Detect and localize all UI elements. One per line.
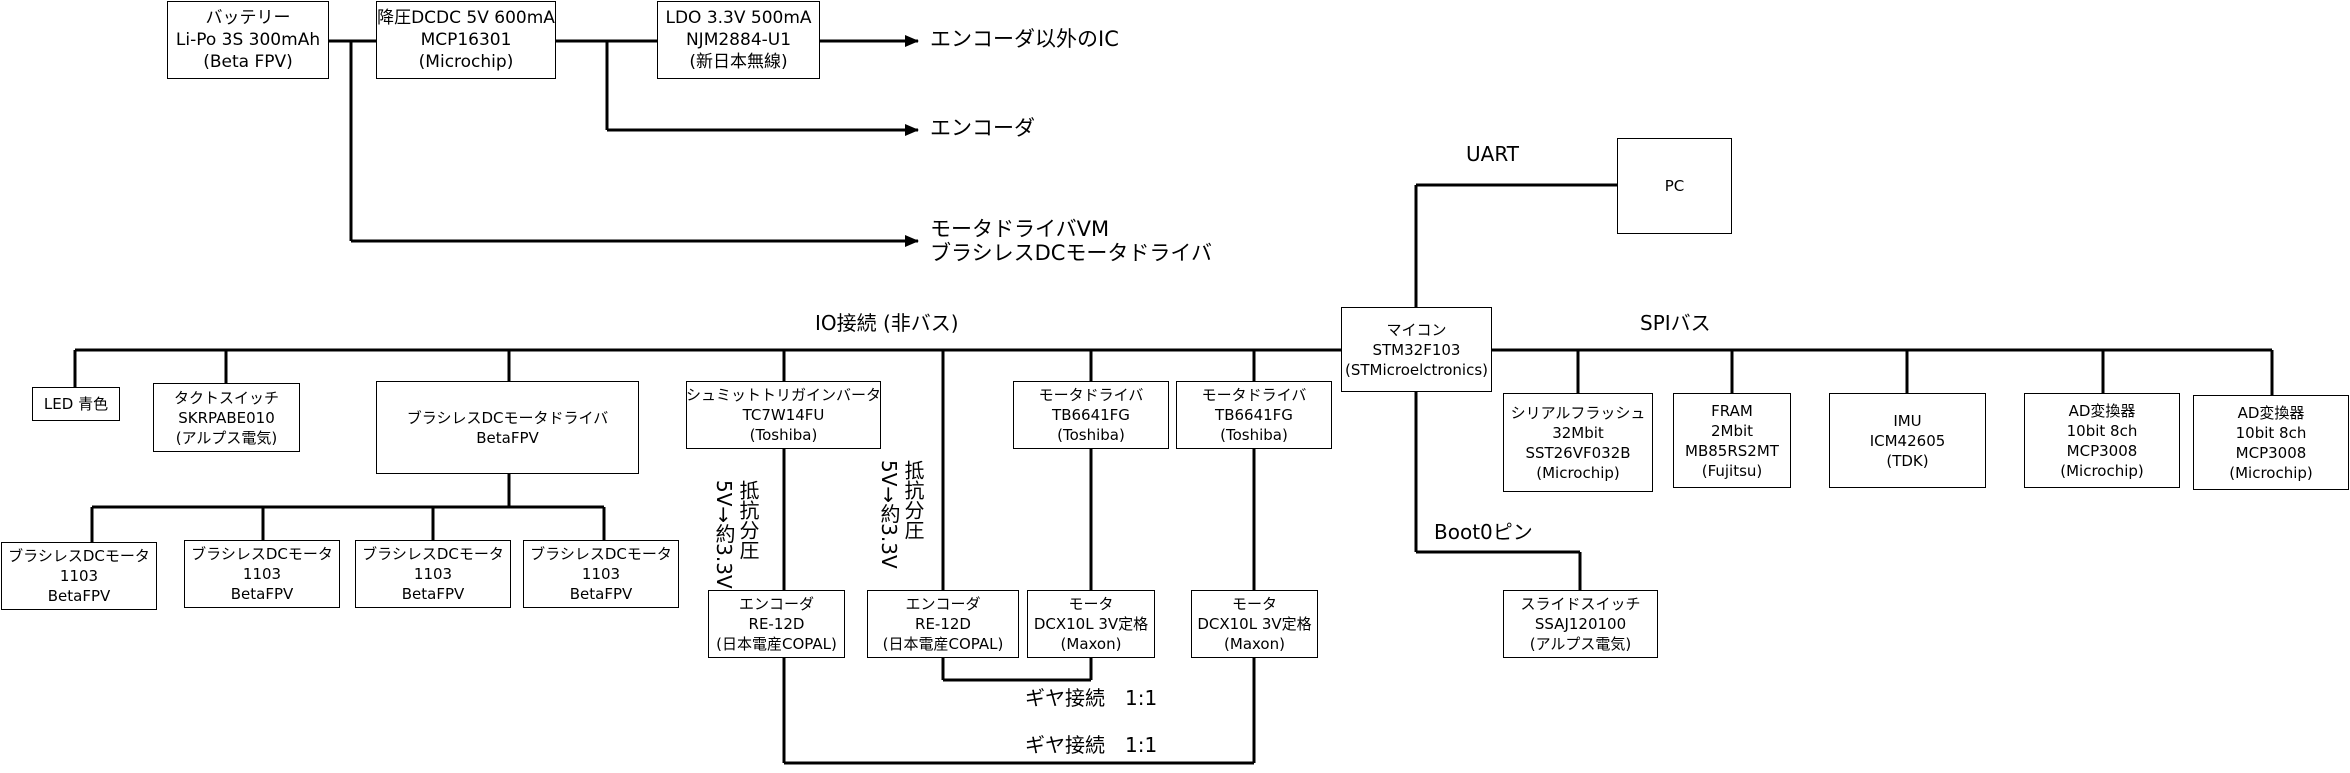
- mcu-box: マイコン STM32F103 (STMicroelctronics): [1341, 307, 1492, 392]
- fram-box: FRAM 2Mbit MB85RS2MT (Fujitsu): [1673, 393, 1791, 488]
- motor-2-box: モータ DCX10L 3V定格 (Maxon): [1191, 590, 1318, 658]
- ldo-regulator-box: LDO 3.3V 500mA NJM2884-U1 (新日本無線): [657, 1, 820, 79]
- power-target-motor-label: モータドライバVM ブラシレスDCモータドライバ: [930, 217, 1212, 265]
- led-box: LED 青色: [32, 387, 120, 421]
- bldc-motor-2-box: ブラシレスDCモータ 1103 BetaFPV: [184, 540, 340, 608]
- gear-connection-label-1: ギヤ接続 1:1: [1025, 686, 1158, 710]
- imu-box: IMU ICM42605 (TDK): [1829, 393, 1986, 488]
- pc-box: PC: [1617, 138, 1732, 234]
- serial-flash-box: シリアルフラッシュ 32Mbit SST26VF032B (Microchip): [1503, 393, 1653, 492]
- spi-bus-label: SPIバス: [1640, 311, 1711, 335]
- bldc-motor-1-box: ブラシレスDCモータ 1103 BetaFPV: [1, 542, 157, 610]
- adc-1-box: AD変換器 10bit 8ch MCP3008 (Microchip): [2024, 393, 2180, 488]
- boot0-pin-label: Boot0ピン: [1434, 520, 1533, 544]
- voltage-divider-label-1: 抵抗分圧 5V→約3.3V: [712, 480, 760, 589]
- power-target-ic-label: エンコーダ以外のIC: [930, 27, 1119, 51]
- voltage-divider-label-2: 抵抗分圧 5V→約3.3V: [877, 460, 925, 569]
- tact-switch-box: タクトスイッチ SKRPABE010 (アルプス電気): [153, 383, 300, 452]
- motor-1-box: モータ DCX10L 3V定格 (Maxon): [1027, 590, 1155, 658]
- slide-switch-box: スライドスイッチ SSAJ120100 (アルプス電気): [1503, 590, 1658, 658]
- gear-connection-label-2: ギヤ接続 1:1: [1025, 733, 1158, 757]
- encoder-1-box: エンコーダ RE-12D (日本電産COPAL): [708, 590, 845, 658]
- adc-2-box: AD変換器 10bit 8ch MCP3008 (Microchip): [2193, 395, 2349, 490]
- encoder-2-box: エンコーダ RE-12D (日本電産COPAL): [867, 590, 1019, 658]
- bldc-motor-3-box: ブラシレスDCモータ 1103 BetaFPV: [355, 540, 511, 608]
- io-bus-label: IO接続 (非バス): [815, 311, 959, 335]
- dcdc-converter-box: 降圧DCDC 5V 600mA MCP16301 (Microchip): [376, 1, 556, 79]
- battery-box: バッテリー Li-Po 3S 300mAh (Beta FPV): [167, 1, 329, 79]
- motor-driver-2-box: モータドライバ TB6641FG (Toshiba): [1176, 381, 1332, 449]
- motor-driver-1-box: モータドライバ TB6641FG (Toshiba): [1013, 381, 1169, 449]
- power-target-encoder-label: エンコーダ: [930, 116, 1035, 140]
- schmitt-trigger-box: シュミットトリガインバータ TC7W14FU (Toshiba): [686, 381, 881, 449]
- bldc-motor-4-box: ブラシレスDCモータ 1103 BetaFPV: [523, 540, 679, 608]
- uart-label: UART: [1466, 142, 1519, 166]
- bldc-driver-box: ブラシレスDCモータドライバ BetaFPV: [376, 381, 639, 474]
